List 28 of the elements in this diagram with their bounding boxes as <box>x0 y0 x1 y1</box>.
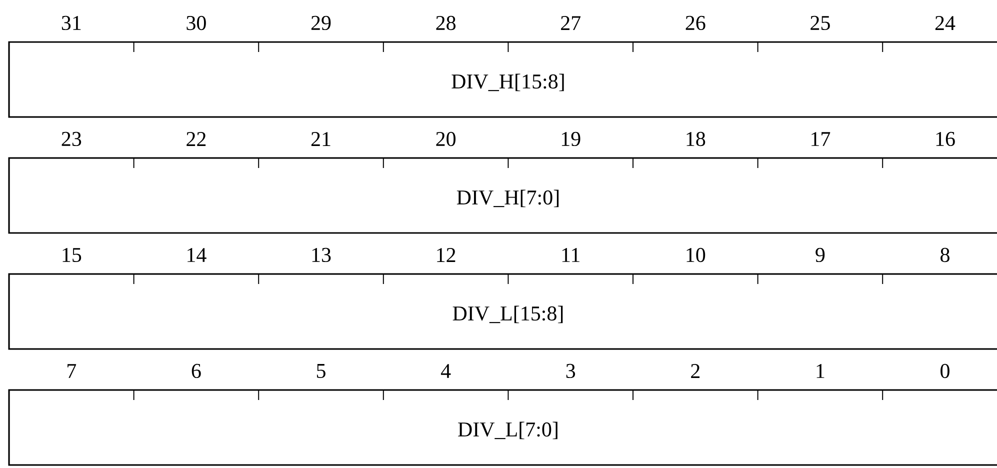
bit-number: 10 <box>686 248 706 262</box>
bit-number: 4 <box>440 364 451 378</box>
bit-number: 15 <box>62 248 82 262</box>
bit-number: 3 <box>566 364 576 378</box>
bit-number: 22 <box>186 132 206 146</box>
bit-number: 21 <box>311 132 330 146</box>
bit-number: 19 <box>562 132 580 146</box>
bit-number: 14 <box>188 248 206 262</box>
bit-number: 5 <box>316 364 326 378</box>
bit-number: 23 <box>62 132 82 146</box>
register-box: DIV_L[7:0] <box>8 389 997 466</box>
bit-number: 17 <box>812 132 830 146</box>
register-box: DIV_L[15:8] <box>8 273 997 350</box>
bit-number: 2 <box>691 364 700 378</box>
bit-number: 9 <box>816 248 825 262</box>
bit-number: 1 <box>816 364 824 378</box>
bit-number: 12 <box>437 248 456 262</box>
bit-number: 11 <box>562 248 580 262</box>
bit-number: 16 <box>936 132 955 146</box>
bit-number: 0 <box>940 364 950 378</box>
bit-number: 8 <box>940 248 950 262</box>
register-box: DIV_H[7:0] <box>8 157 997 234</box>
bit-number: 7 <box>68 364 76 378</box>
bit-number: 13 <box>312 248 331 262</box>
bit-number: 6 <box>192 364 201 378</box>
bit-number: 20 <box>436 132 456 146</box>
register-box: DIV_H[15:8] <box>8 41 997 118</box>
bit-number: 18 <box>686 132 706 146</box>
